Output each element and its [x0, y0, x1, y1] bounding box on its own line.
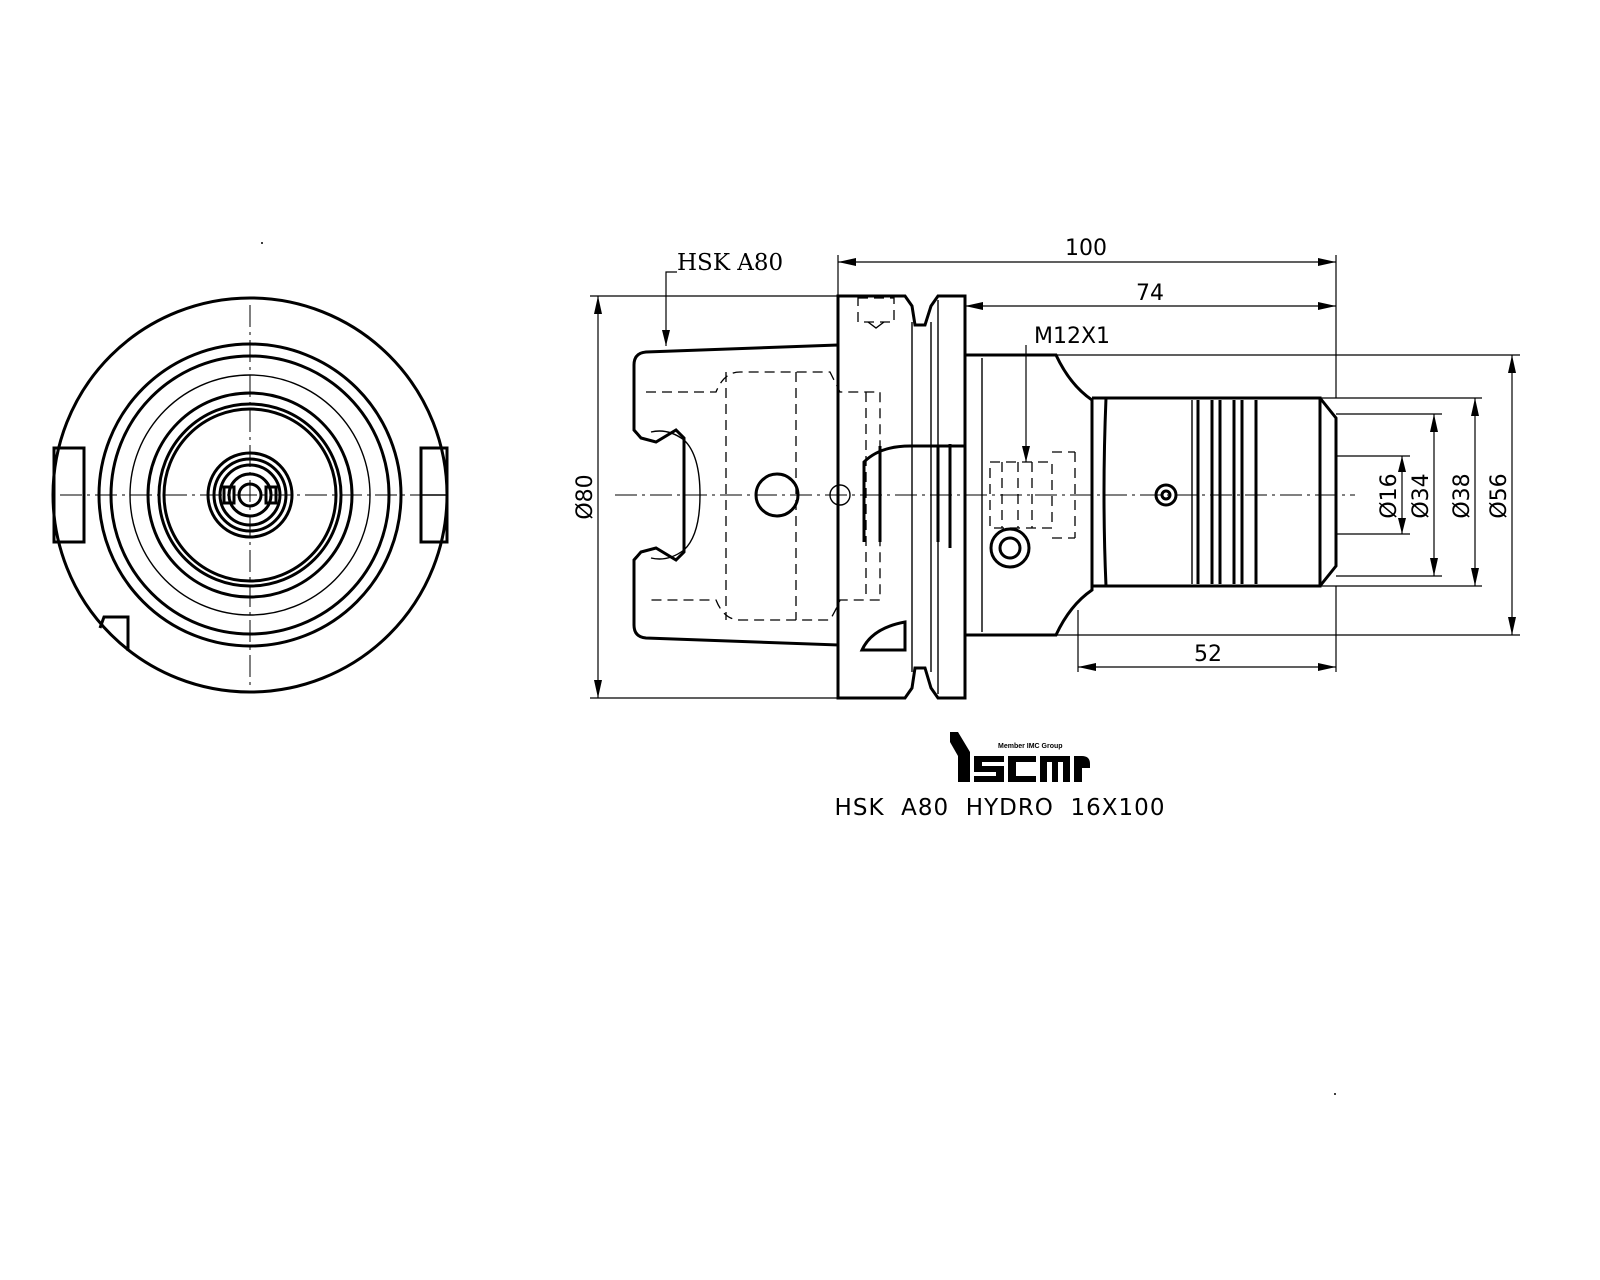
- hsk-label: HSK A80: [677, 250, 783, 276]
- dia-56-label: Ø56: [1487, 473, 1512, 518]
- dia-34-label: Ø34: [1409, 473, 1434, 518]
- dimensions: 100 74 52 Ø80 Ø16 Ø34: [573, 236, 1520, 699]
- thread-label: M12X1: [1034, 324, 1110, 349]
- end-view: [51, 296, 449, 694]
- dim-100-label: 100: [1065, 236, 1107, 261]
- logo-mark: [950, 732, 970, 782]
- logo-tagline: Member IMC Group: [998, 743, 1063, 750]
- side-view: [615, 294, 1355, 700]
- dim-52-label: 52: [1194, 642, 1222, 667]
- product-title: HSK A80 HYDRO 16X100: [835, 795, 1166, 821]
- dia-38-label: Ø38: [1450, 473, 1475, 518]
- dia-80-label: Ø80: [573, 474, 598, 519]
- company-logo: Member IMC Group iscar: [950, 732, 1090, 782]
- dia-16-label: Ø16: [1377, 473, 1402, 518]
- dim-74-label: 74: [1136, 281, 1164, 306]
